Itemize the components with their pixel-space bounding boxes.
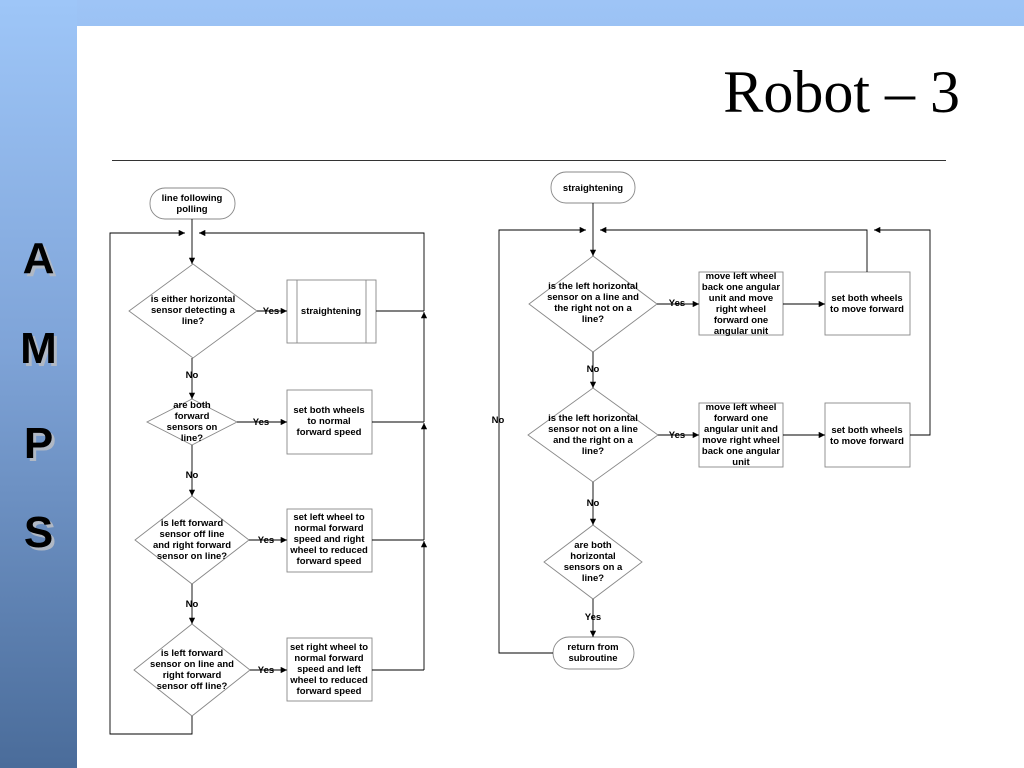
left-box-2 (286, 389, 373, 455)
top-band (0, 0, 1024, 26)
slide-title: Robot – 3 (723, 59, 960, 125)
left-box-3 (286, 508, 373, 573)
left-yes-3: Yes (258, 535, 274, 546)
right-yes-1: Yes (669, 298, 685, 309)
side-letter-m: M (20, 324, 57, 373)
side-band (0, 0, 77, 768)
right-no-2: No (587, 498, 600, 509)
right-yes-3: Yes (585, 612, 601, 623)
left-straightening-box (286, 279, 377, 344)
right-action-1 (698, 271, 784, 336)
left-start-terminal (149, 187, 236, 220)
right-box-2 (824, 402, 911, 468)
right-no-1: No (587, 364, 600, 375)
left-no-2: No (186, 470, 199, 481)
right-start-text: straightening (563, 183, 623, 194)
left-no-1: No (186, 370, 199, 381)
left-yes-4: Yes (258, 665, 274, 676)
left-decision-1 (128, 263, 258, 359)
left-box-4 (286, 637, 373, 702)
left-yes-2: Yes (253, 417, 269, 428)
side-letter-s: S (23, 508, 54, 557)
title-rule (112, 160, 946, 161)
side-letter-p: P (23, 419, 54, 468)
left-straightening-text: straightening (301, 306, 361, 317)
side-letter-a: A (22, 234, 55, 283)
right-no-loop: No (492, 415, 505, 426)
right-action-2 (698, 402, 784, 468)
left-yes-1: Yes (263, 306, 279, 317)
right-yes-2: Yes (669, 430, 685, 441)
left-no-3: No (186, 599, 199, 610)
right-box-1 (824, 271, 911, 336)
